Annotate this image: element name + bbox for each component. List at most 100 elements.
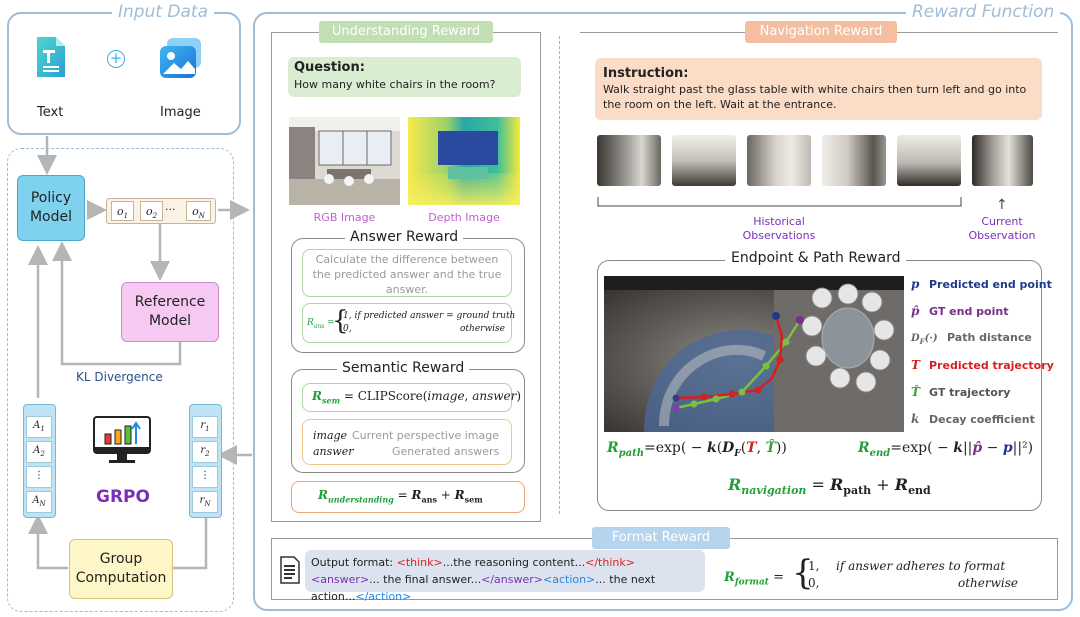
instruction-label: Instruction: bbox=[603, 66, 689, 81]
historical-bracket bbox=[597, 197, 962, 207]
r-format-case2-cond: otherwise bbox=[958, 576, 1018, 590]
reference-model-label: Reference Model bbox=[134, 294, 206, 329]
answer-term-desc: Generated answers bbox=[392, 445, 500, 458]
question-text: How many white chairs in the room? bbox=[294, 78, 496, 91]
reference-model-box bbox=[121, 282, 219, 342]
action-close-tag: </action> bbox=[355, 590, 412, 603]
action-open-tag: <action> bbox=[543, 573, 596, 586]
r-format-case1-cond: if answer adheres to format bbox=[836, 559, 1006, 573]
grpo-training-panel bbox=[7, 148, 234, 612]
answer-open-tag: <answer> bbox=[311, 573, 370, 586]
start-point-pred bbox=[672, 394, 680, 402]
plus-icon: + bbox=[107, 50, 125, 68]
trajectory-overlay bbox=[672, 312, 804, 412]
image-label: Image bbox=[160, 105, 201, 120]
start-point-gt bbox=[672, 404, 680, 412]
navigation-reward-title: Navigation Reward bbox=[745, 21, 897, 43]
legend-gt-trajectory: T̂GT trajectory bbox=[911, 385, 1011, 399]
question-box bbox=[288, 57, 521, 97]
r-ans-case2: 0, bbox=[343, 324, 352, 334]
think-content: ...the reasoning content... bbox=[442, 556, 586, 569]
current-caption: Current Observation bbox=[968, 215, 1036, 242]
predicted-end-point bbox=[772, 312, 780, 320]
think-open-tag: <think> bbox=[396, 556, 443, 569]
topdown-map bbox=[604, 276, 904, 432]
section-divider bbox=[559, 36, 560, 514]
r-format-label: Rformat = bbox=[724, 570, 784, 588]
depth-caption: Depth Image bbox=[428, 211, 500, 224]
question-label: Question: bbox=[294, 60, 365, 75]
action-content: ... the next action... bbox=[311, 573, 656, 603]
group-computation-box bbox=[69, 539, 173, 599]
answer-desc-box bbox=[302, 249, 512, 297]
r-path-formula: Rpath=exp( − k(DF(T, T̂)) bbox=[607, 440, 787, 459]
rgb-image bbox=[289, 117, 400, 205]
r-sem-formula: Rsem = CLIPScore(image, answer) bbox=[312, 389, 522, 406]
output-format-box bbox=[305, 550, 705, 592]
r-ans-box bbox=[302, 303, 512, 343]
legend-path-distance: DF(·)Path distance bbox=[911, 331, 1032, 346]
r-end-formula: Rend=exp( − k||p̂ − p||²) bbox=[858, 440, 1034, 459]
reward-rN: rN bbox=[192, 491, 218, 513]
output-ellipsis: ··· bbox=[165, 203, 176, 216]
document-icon bbox=[279, 556, 301, 584]
current-observation bbox=[972, 135, 1033, 186]
answer-desc: Calculate the difference between the pre… bbox=[312, 253, 502, 296]
advantage-a1: A1 bbox=[26, 416, 52, 438]
advantage-a2: A2 bbox=[26, 441, 52, 463]
r-understanding-formula: Runderstanding = Rans + Rsem bbox=[318, 488, 483, 505]
answer-close-tag: </answer> bbox=[481, 573, 543, 586]
answer-content: ... the final answer... bbox=[369, 573, 482, 586]
r-format-case1: 1, bbox=[808, 559, 820, 573]
r-format-case2: 0, bbox=[808, 576, 820, 590]
historical-caption: Historical Observations bbox=[742, 215, 816, 242]
image-term: image bbox=[313, 429, 348, 442]
observation-2 bbox=[672, 135, 736, 186]
answer-reward-title: Answer Reward bbox=[345, 229, 464, 245]
text-file-icon bbox=[34, 35, 68, 79]
policy-model-label: Policy Model bbox=[29, 190, 73, 225]
reward-r1: r1 bbox=[192, 416, 218, 438]
instruction-text: Walk straight past the glass table with … bbox=[603, 83, 1027, 111]
endpoint-path-title: Endpoint & Path Reward bbox=[725, 250, 907, 266]
up-arrow: ↑ bbox=[996, 197, 1008, 213]
image-term-desc: Current perspective image bbox=[352, 429, 500, 442]
output-oN: oN bbox=[186, 201, 211, 221]
advantage-ellipsis: ⋮ bbox=[26, 466, 52, 488]
r-navigation-formula: Rnavigation = Rpath + Rend bbox=[728, 475, 931, 498]
text-label: Text bbox=[37, 105, 64, 120]
reward-ellipsis: ⋮ bbox=[192, 466, 218, 488]
r-understanding-box bbox=[291, 481, 525, 513]
r-ans-brace: { bbox=[332, 306, 349, 336]
output-format-text: Output format: <think>...the reasoning c… bbox=[311, 554, 701, 605]
grpo-label: GRPO bbox=[96, 487, 150, 507]
r-format-brace: { bbox=[792, 553, 814, 593]
output-o2: o2 bbox=[140, 201, 163, 221]
image-icon bbox=[157, 36, 205, 80]
reward-function-title: Reward Function bbox=[906, 2, 1061, 22]
gt-end-point bbox=[796, 316, 804, 324]
r-ans-case1: 1, if predicted answer = ground truth bbox=[343, 311, 516, 321]
understanding-reward-title: Understanding Reward bbox=[319, 21, 493, 43]
r-ans-case2-cond: otherwise bbox=[460, 324, 505, 334]
semantic-reward-title: Semantic Reward bbox=[337, 360, 470, 376]
rgb-caption: RGB Image bbox=[313, 211, 376, 224]
format-reward-title: Format Reward bbox=[592, 527, 730, 549]
kl-divergence-label: KL Divergence bbox=[76, 370, 163, 384]
group-computation-label: Group Computation bbox=[75, 551, 167, 586]
image-answer-box bbox=[302, 419, 512, 465]
observation-4 bbox=[822, 135, 886, 186]
input-data-title: Input Data bbox=[112, 2, 215, 22]
output-format-label: Output format: bbox=[311, 556, 394, 569]
grpo-arrows bbox=[28, 136, 252, 570]
observation-3 bbox=[747, 135, 811, 186]
reward-r2: r2 bbox=[192, 441, 218, 463]
reward-function-panel bbox=[253, 12, 1073, 611]
predicted-trajectory bbox=[675, 315, 784, 400]
advantage-aN: AN bbox=[26, 491, 52, 513]
r-ans-label: Rans = bbox=[307, 318, 335, 330]
monitor-chart-icon bbox=[91, 414, 153, 466]
instruction-box bbox=[595, 58, 1042, 120]
answer-term: answer bbox=[313, 445, 354, 458]
